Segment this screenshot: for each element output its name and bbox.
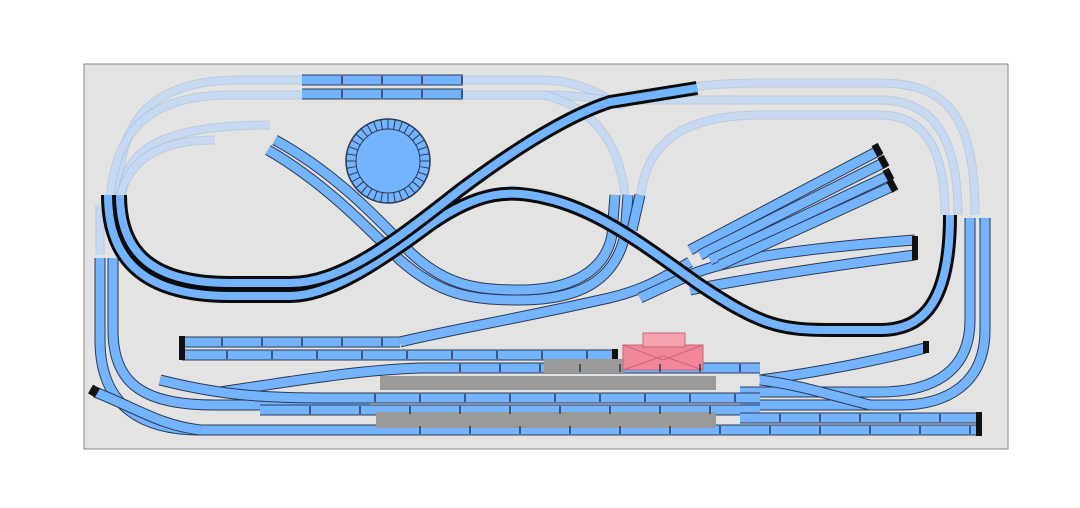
turntable-segment xyxy=(415,139,425,146)
turntable-segment xyxy=(393,119,396,130)
fan-sidings xyxy=(687,145,896,271)
left-return-tracks xyxy=(92,258,370,436)
turntable-segment xyxy=(398,190,403,201)
turntable-segment xyxy=(415,176,425,183)
buffer-stop xyxy=(923,341,929,353)
buffer-stop xyxy=(88,384,100,398)
turntable-segment xyxy=(403,188,410,198)
turntable-segment xyxy=(417,171,428,176)
buffer-stop xyxy=(871,142,884,157)
turntable-segment xyxy=(417,146,428,151)
turntable-segment xyxy=(408,185,416,194)
turntable-segment xyxy=(351,139,361,146)
turntable-segment xyxy=(398,121,403,132)
turntable-segment xyxy=(380,192,383,203)
turntable-segment xyxy=(366,124,373,134)
turntable-segment xyxy=(348,171,359,176)
turntable-segment xyxy=(412,133,421,141)
station-building xyxy=(622,332,704,371)
turntable-segment xyxy=(408,128,416,137)
buffer-stop xyxy=(886,178,899,193)
buffer-stop xyxy=(612,349,618,359)
buffer-stop xyxy=(882,167,895,182)
platform-upper xyxy=(380,376,716,390)
buffer-stops xyxy=(88,142,982,436)
turntable-segment xyxy=(348,146,359,151)
buffer-stop xyxy=(179,336,185,360)
elevated-tracks xyxy=(101,81,957,337)
buffer-stop xyxy=(877,154,890,169)
turntable-segment xyxy=(419,153,430,156)
rail-joints xyxy=(221,76,971,434)
turntable-segment xyxy=(373,121,378,132)
turntable-segment xyxy=(355,181,364,189)
turntable xyxy=(345,118,431,204)
turntable-segment xyxy=(380,119,383,130)
turntable-segment xyxy=(360,185,368,194)
turntable-segment xyxy=(351,176,361,183)
turntable-segment xyxy=(355,133,364,141)
turntable-segment xyxy=(346,166,357,169)
right-return-tracks xyxy=(740,218,991,411)
buffer-stop xyxy=(912,236,918,260)
figure-eight-tracks xyxy=(265,135,646,306)
turntable-segment xyxy=(373,190,378,201)
platform-lower xyxy=(376,412,716,428)
buffer-stop xyxy=(976,412,982,436)
turntable-segment xyxy=(403,124,410,134)
turntable-segment xyxy=(419,166,430,169)
turntable-segment xyxy=(360,128,368,137)
platform-short xyxy=(544,359,624,373)
turntable-segment xyxy=(366,188,373,198)
turntable-segment xyxy=(346,153,357,156)
turntable-segment xyxy=(412,181,421,189)
platforms xyxy=(376,359,716,428)
turntable-segment xyxy=(393,192,396,203)
hidden-tracks xyxy=(95,75,980,255)
